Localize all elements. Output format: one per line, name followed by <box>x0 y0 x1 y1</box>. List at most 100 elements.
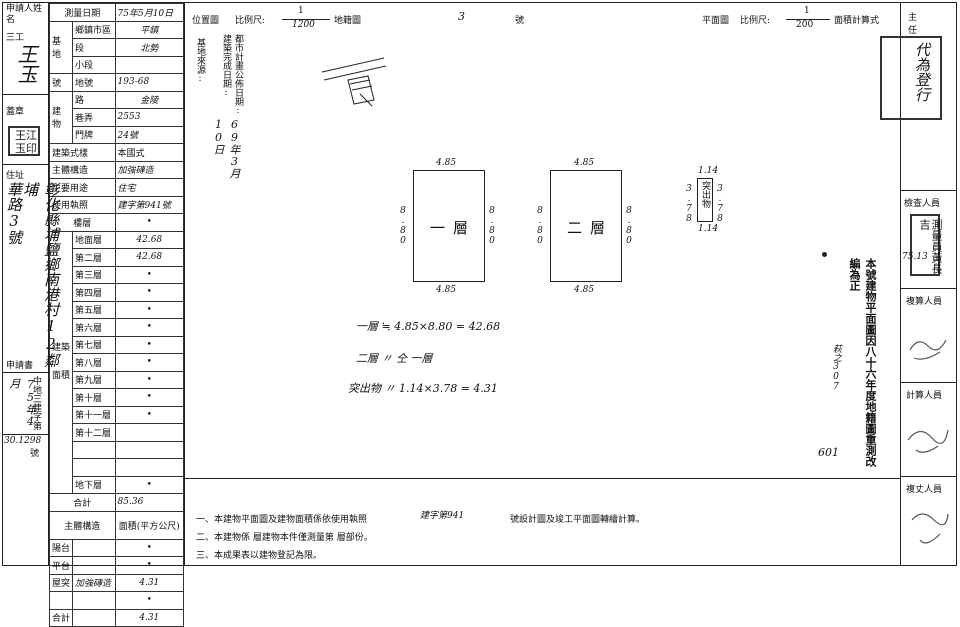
floor1-depth-right: 8.80 <box>487 206 497 246</box>
floor2-width-bottom: 4.85 <box>574 285 595 295</box>
checker-label: 檢查人員 <box>904 199 941 209</box>
survey-date: 75年5月10日 <box>114 3 185 22</box>
aux-area: 4.31 <box>114 608 185 627</box>
area-method-label: 面積計算式 <box>834 16 880 26</box>
floor-name: 第八層 <box>72 353 116 372</box>
roof-width-top: 1.14 <box>698 166 719 176</box>
calc-floor2: 二層 〃 仝 一層 <box>356 352 433 365</box>
location-scale-num: 1 <box>298 6 304 16</box>
floor-area: 42.68 <box>114 248 185 267</box>
roof-depth-left: 3.78 <box>684 184 694 224</box>
floor2-depth-right: 8.80 <box>624 206 634 246</box>
divider <box>2 164 48 165</box>
doc-no-label: 中地三建字第 <box>31 376 41 430</box>
main-structure-label: 主體構造 <box>49 160 116 179</box>
applicant-name-label: 申請人姓名 <box>6 4 43 25</box>
main-use-label: 主要用途 <box>49 178 116 197</box>
lane-label: 巷弄 <box>72 108 116 127</box>
floor-area <box>114 440 185 459</box>
note-2: 二、本建物係 層建物本件僅測量第 層部份。 <box>196 533 373 543</box>
floor-name: 第三層 <box>72 265 116 284</box>
location-map-label: 位置圖 <box>192 16 220 26</box>
remap-note: 本號建物平面圖因八十六年度地籍圖重測改編為正 <box>848 258 877 467</box>
floor-row: 第八層• <box>50 353 185 372</box>
section: 北勢 <box>114 38 185 57</box>
floor-row: 第九層• <box>50 370 185 389</box>
supervisor-label: 主任 <box>908 13 936 36</box>
divider <box>2 372 48 373</box>
resurvey-label: 複丈人員 <box>906 485 943 495</box>
applicant-seal: 王江玉印 <box>8 126 40 156</box>
divider <box>900 382 957 383</box>
completion-date-label: 建築完成日期: <box>221 34 231 98</box>
roof-depth-right: 3.78 <box>715 184 725 224</box>
aux-structure <box>72 591 116 610</box>
floor-row: 第七層• <box>50 335 185 354</box>
location-scale-label: 比例尺: <box>235 16 266 26</box>
floor-name <box>72 458 116 477</box>
applicant-name: 王玉 <box>14 44 38 84</box>
address-label: 住址 <box>6 171 25 181</box>
floor-scale-den: 200 <box>796 20 814 30</box>
agent-stamp-text: 代為登行 <box>913 42 931 102</box>
checker-stamp-text: 測量員黃長吉 <box>918 219 943 274</box>
road: 金陵 <box>114 90 185 109</box>
floor-scale-label: 比例尺: <box>740 16 771 26</box>
floor-row: 地下層• <box>50 475 185 494</box>
divider <box>282 19 330 20</box>
floor2-width-top: 4.85 <box>574 158 595 168</box>
floor-name: 第九層 <box>72 370 116 389</box>
remap-note-lot: 萩之307 <box>831 344 841 392</box>
permit-number: 建字第941號 <box>114 195 185 214</box>
floor-area: • <box>114 283 185 302</box>
survey-date-label: 測量日期 <box>49 3 116 22</box>
map-label: 地籍圖 <box>334 16 362 26</box>
floor-name: 第二層 <box>72 248 116 267</box>
aux-name: 陽台 <box>48 538 74 557</box>
location-scale-den: 1200 <box>292 20 315 30</box>
aux-name: 合計 <box>48 608 74 627</box>
divider <box>184 2 185 566</box>
aux-structure <box>72 556 116 575</box>
agent-stamp: 代為登行 <box>880 36 942 120</box>
location-sketch <box>321 57 387 107</box>
main-use: 住宅 <box>114 178 185 197</box>
aux-name: 平台 <box>48 556 74 575</box>
checker-stamp: 測量員黃長吉 <box>910 214 943 276</box>
calc-roof: 突出物 〃 1.14×3.78 = 4.31 <box>348 382 498 395</box>
lane: 2553 <box>114 108 185 127</box>
floor-name: 第五層 <box>72 300 116 319</box>
floor1-depth-left: 8.80 <box>398 206 408 246</box>
floor-name <box>72 440 116 459</box>
date-label: 申請書 <box>6 361 34 371</box>
aux-structure-label: 主體構造 <box>49 510 116 540</box>
remap-note-lot2: 601 <box>818 446 839 459</box>
floor-area: • <box>114 405 185 424</box>
floor2-outline: 二層 <box>550 170 622 282</box>
note-3: 三、本成果表以建物登記為限。 <box>196 551 323 561</box>
total-area: 85.36 <box>114 493 185 512</box>
roof-projection-label: 突出物 <box>700 181 710 208</box>
aux-row: 陽台 • <box>48 538 185 557</box>
note-1-permit: 建字第941 <box>420 511 465 521</box>
main-structure: 加強磚造 <box>114 160 185 179</box>
applicant-name-prefix: 三工 <box>6 33 25 43</box>
aux-area-label: 面積(平方公尺) <box>114 510 185 540</box>
doc-no-suffix: 號 <box>30 449 40 459</box>
floor-name: 第十二層 <box>72 423 116 442</box>
marker-dot <box>822 252 827 257</box>
total-label: 合計 <box>49 493 116 512</box>
aux-structure: 加強磚造 <box>72 573 116 592</box>
applicant-address-extra: 華路3號 <box>5 182 23 245</box>
structure-style-label: 建築式樣 <box>49 143 116 162</box>
floor1-width-bottom: 4.85 <box>436 285 457 295</box>
floor-name: 第七層 <box>72 335 116 354</box>
map-number-unit: 號 <box>515 16 525 26</box>
aux-area: • <box>114 538 185 557</box>
door-number: 24號 <box>114 125 185 144</box>
floor-name: 第四層 <box>72 283 116 302</box>
divider <box>900 476 957 477</box>
urban-plan-date-label: 都市計畫公佈日期: <box>233 34 243 116</box>
floor-row: 第三層• <box>50 265 185 284</box>
township-label: 鄉鎮市區 <box>72 20 116 39</box>
